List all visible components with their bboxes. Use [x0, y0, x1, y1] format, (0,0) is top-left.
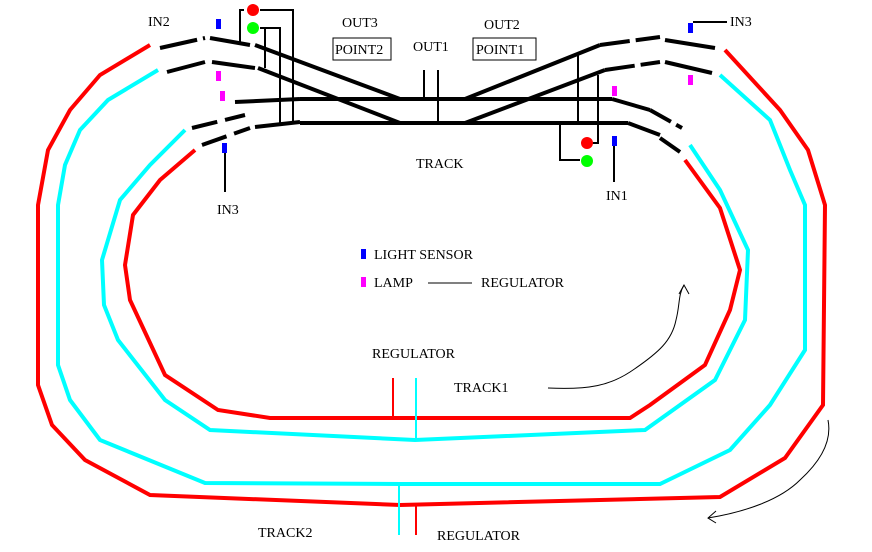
label-regulator-mid: REGULATOR: [372, 347, 456, 362]
arrow-outer-head: [707, 510, 717, 524]
point2-box: [332, 37, 392, 61]
arrow-track1-head: [678, 283, 690, 295]
legend-regulator-label: REGULATOR: [481, 276, 565, 291]
lamp-left-lower: [220, 91, 225, 101]
legend-light-sensor-swatch: [361, 249, 366, 259]
label-track1: TRACK1: [454, 381, 508, 396]
label-point2: POINT2: [335, 43, 383, 58]
legend-light-sensor-label: LIGHT SENSOR: [374, 248, 474, 263]
signal-green-right: [581, 155, 593, 167]
label-in3-top: IN3: [730, 15, 752, 30]
inner-red-track: [122, 148, 743, 420]
signal-red-right: [581, 137, 593, 149]
lamp-right-lower: [612, 86, 617, 96]
label-in2: IN2: [148, 15, 170, 30]
label-in3-left: IN3: [217, 203, 239, 218]
light-sensor-in1: [612, 136, 617, 146]
outer-cyan-track: [56, 68, 807, 486]
label-out1: OUT1: [413, 40, 449, 55]
light-sensor-in2: [216, 19, 221, 29]
label-out2: OUT2: [484, 18, 520, 33]
arrow-outer: [707, 419, 830, 519]
label-out3: OUT3: [342, 16, 378, 31]
label-in1: IN1: [606, 189, 628, 204]
light-sensor-in3-left: [222, 143, 227, 153]
lamp-left-upper: [216, 71, 221, 81]
regulator-connections: [392, 378, 417, 535]
label-regulator-bottom: REGULATOR: [437, 529, 521, 544]
signal-green-left: [247, 22, 259, 34]
legend-lamp-label: LAMP: [374, 276, 413, 291]
label-track: TRACK: [416, 157, 463, 172]
signal-red-left: [247, 4, 259, 16]
light-sensor-in3-top: [688, 23, 693, 33]
label-track2: TRACK2: [258, 526, 312, 541]
station-tracks: [159, 35, 716, 154]
point1-box: [472, 37, 537, 61]
arrow-track1: [547, 284, 685, 389]
lamp-right-upper: [688, 75, 693, 85]
outer-red-track: [36, 43, 828, 508]
legend-lamp-swatch: [361, 277, 366, 287]
legend: LIGHT SENSOR LAMP REGULATOR: [361, 248, 565, 291]
label-point1: POINT1: [476, 43, 524, 58]
inner-cyan-track: [99, 128, 751, 443]
